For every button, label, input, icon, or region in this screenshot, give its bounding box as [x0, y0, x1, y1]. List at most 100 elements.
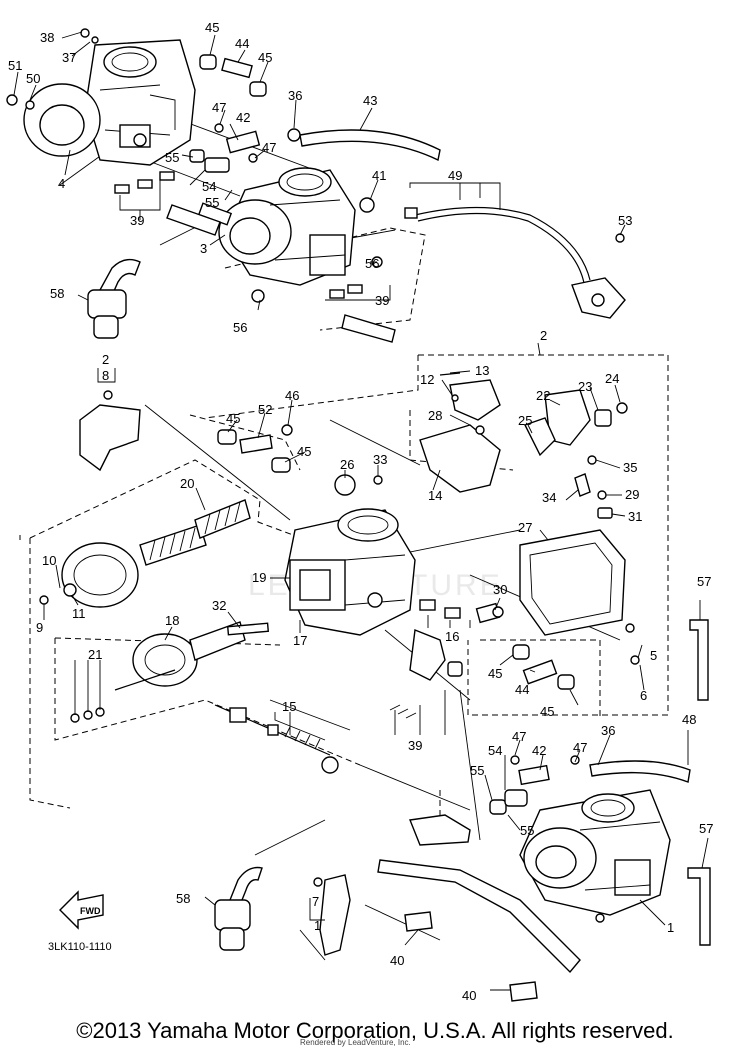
callout-56a: 56	[365, 256, 379, 271]
callout-45d: 45	[297, 444, 311, 459]
fwd-label: FWD	[80, 906, 101, 916]
callout-5: 5	[650, 648, 657, 663]
callout-53: 53	[618, 213, 632, 228]
callout-54b: 54	[488, 743, 502, 758]
callout-7: 7	[312, 894, 319, 909]
callout-55b: 55	[205, 195, 219, 210]
callout-57b: 57	[699, 821, 713, 836]
callout-54a: 54	[202, 179, 216, 194]
callout-47d: 47	[573, 740, 587, 755]
callout-56b: 56	[233, 320, 247, 335]
callout-36a: 36	[288, 88, 302, 103]
callout-40b: 40	[462, 988, 476, 1003]
callout-10: 10	[42, 553, 56, 568]
callout-45c: 45	[226, 411, 240, 426]
callout-44a: 44	[235, 36, 249, 51]
callout-20: 20	[180, 476, 194, 491]
callout-44b: 44	[515, 682, 529, 697]
carburetor-exploded-diagram: LEADVENTURE	[6, 20, 713, 1003]
callout-1: 1	[667, 920, 674, 935]
callout-3: 3	[200, 241, 207, 256]
callout-18: 18	[165, 613, 179, 628]
hose-58-upper	[87, 258, 141, 339]
callout-2b: 2	[540, 328, 547, 343]
callout-45b: 45	[258, 50, 272, 65]
callout-24: 24	[605, 371, 619, 386]
float-bowl-27	[519, 529, 640, 665]
carburetor-top-middle	[197, 167, 396, 343]
callout-26: 26	[340, 457, 354, 472]
callout-9: 9	[36, 620, 43, 635]
top-hoses-and-cable	[299, 129, 626, 319]
callout-45f: 45	[540, 704, 554, 719]
callout-35: 35	[623, 460, 637, 475]
callout-12: 12	[420, 372, 434, 387]
callout-22: 22	[536, 388, 550, 403]
callout-4: 4	[58, 176, 65, 191]
callout-58a: 58	[50, 286, 64, 301]
callout-25: 25	[518, 413, 532, 428]
callout-51: 51	[8, 58, 22, 73]
callout-39a: 39	[130, 213, 144, 228]
callout-16: 16	[445, 629, 459, 644]
callout-7-sub: 1	[314, 918, 321, 933]
callout-52: 52	[258, 402, 272, 417]
cover-spring-diaphragm	[39, 499, 270, 723]
callout-55d: 55	[520, 823, 534, 838]
callout-41: 41	[372, 168, 386, 183]
callout-13: 13	[475, 363, 489, 378]
copyright-notice: ©2013 Yamaha Motor Corporation, U.S.A. A…	[76, 1018, 674, 1043]
callout-55a: 55	[165, 150, 179, 165]
throttle-shaft-15	[214, 704, 339, 774]
callout-55c: 55	[470, 763, 484, 778]
callout-29: 29	[625, 487, 639, 502]
callout-23: 23	[578, 379, 592, 394]
callout-37: 37	[62, 50, 76, 65]
choke-assembly	[419, 372, 628, 519]
callout-numbers: 38 37 51 50 4 45 44 45 36 43 47 42 47 55…	[8, 20, 713, 1003]
callout-15: 15	[282, 699, 296, 714]
callout-17: 17	[293, 633, 307, 648]
callout-11: 11	[72, 606, 86, 621]
callout-39c: 39	[408, 738, 422, 753]
callout-34: 34	[542, 490, 556, 505]
callout-14: 14	[428, 488, 442, 503]
callout-36b: 36	[601, 723, 615, 738]
callout-19: 19	[252, 570, 266, 585]
callout-21: 21	[88, 647, 102, 662]
callout-50: 50	[26, 71, 40, 86]
fittings-45-52	[217, 424, 293, 473]
callout-42a: 42	[236, 110, 250, 125]
callout-47a: 47	[212, 100, 226, 115]
callout-33: 33	[373, 452, 387, 467]
pilot-screws-16-39	[389, 599, 504, 719]
callout-6: 6	[640, 688, 647, 703]
callout-46: 46	[285, 388, 299, 403]
fittings-lower-right	[489, 644, 691, 815]
callout-32: 32	[212, 598, 226, 613]
callout-8: 8	[102, 368, 109, 383]
callout-40a: 40	[390, 953, 404, 968]
callout-58b: 58	[176, 891, 190, 906]
render-credit: Rendered by LeadVenture, Inc.	[300, 1038, 411, 1047]
carburetor-bottom-right	[519, 789, 671, 923]
bracket-8	[79, 390, 141, 472]
front-direction-arrow: FWD	[59, 890, 104, 930]
callout-30: 30	[493, 582, 507, 597]
carburetor-center-main	[284, 474, 416, 636]
callout-47c: 47	[512, 729, 526, 744]
callout-27: 27	[518, 520, 532, 535]
callout-38: 38	[40, 30, 54, 45]
callout-leaders	[13, 31, 709, 991]
callout-2a: 2	[102, 352, 109, 367]
callout-28: 28	[428, 408, 442, 423]
hoses-57	[687, 619, 711, 946]
small-fittings-top	[6, 28, 383, 303]
callout-31: 31	[628, 509, 642, 524]
callout-39b: 39	[375, 293, 389, 308]
callout-57a: 57	[697, 574, 711, 589]
callout-49: 49	[448, 168, 462, 183]
callout-45e: 45	[488, 666, 502, 681]
callout-43: 43	[363, 93, 377, 108]
callout-45a: 45	[205, 20, 219, 35]
